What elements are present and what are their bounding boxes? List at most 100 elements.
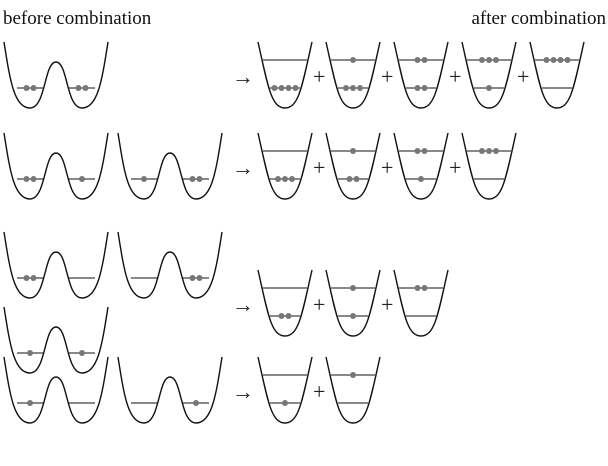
double-well: [3, 132, 109, 200]
single-well: [325, 132, 381, 200]
double-well-potential: [117, 231, 223, 299]
single-well: [257, 132, 313, 200]
double-well: [3, 306, 109, 374]
single-well: [325, 41, 381, 109]
single-well-potential: [393, 41, 449, 109]
particle-dot: [414, 57, 421, 63]
double-well: [3, 356, 109, 424]
particle-dot: [421, 57, 428, 63]
particle-dot: [414, 85, 421, 91]
particle-dot: [493, 148, 499, 154]
single-well-potential: [461, 41, 517, 109]
single-well-potential: [325, 269, 381, 337]
particle-dot: [285, 85, 292, 91]
particle-dot: [421, 148, 428, 154]
plus-symbol: +: [313, 379, 325, 404]
before-combination-label: before combination: [3, 8, 152, 29]
particle-dot: [79, 176, 85, 182]
particle-dot: [564, 57, 571, 63]
particle-dot: [82, 85, 89, 91]
particle-dot: [479, 57, 485, 63]
double-well: [3, 231, 109, 299]
particle-dot: [414, 285, 421, 291]
particle-dot: [357, 85, 363, 91]
arrow-symbol: →: [232, 64, 254, 89]
single-well-potential: [325, 132, 381, 200]
double-well-potential: [3, 231, 109, 299]
particle-dot: [271, 85, 278, 91]
particle-dot: [196, 275, 203, 281]
single-well-potential: [461, 132, 517, 200]
single-well-potential: [257, 41, 313, 109]
single-well: [325, 269, 381, 337]
double-well-potential: [3, 306, 109, 374]
particle-dot: [23, 275, 30, 281]
double-well-potential: [117, 132, 223, 200]
single-well: [393, 269, 449, 337]
single-well-potential: [529, 41, 585, 109]
particle-dot: [350, 285, 356, 291]
particle-dot: [30, 85, 37, 91]
particle-dot: [557, 57, 564, 63]
arrow-symbol: →: [232, 155, 254, 180]
particle-dot: [418, 176, 424, 182]
single-well-potential: [257, 269, 313, 337]
single-well-potential: [325, 41, 381, 109]
single-well-potential: [257, 132, 313, 200]
particle-dot: [27, 400, 33, 406]
arrow-symbol: →: [232, 292, 254, 317]
particle-dot: [350, 372, 356, 378]
plus-symbol: +: [381, 64, 393, 89]
plus-symbol: +: [449, 155, 461, 180]
particle-dot: [141, 176, 147, 182]
double-well-potential: [117, 356, 223, 424]
plus-symbol: +: [449, 64, 461, 89]
double-well-potential: [3, 41, 109, 109]
particle-dot: [421, 85, 428, 91]
double-well: [117, 356, 223, 424]
particle-dot: [414, 148, 421, 154]
plus-symbol: +: [381, 292, 393, 317]
plus-symbol: +: [381, 155, 393, 180]
particle-dot: [79, 350, 85, 356]
double-well: [117, 231, 223, 299]
single-well: [257, 41, 313, 109]
particle-dot: [282, 400, 288, 406]
particle-dot: [285, 313, 292, 319]
particle-dot: [289, 176, 295, 182]
single-well-potential: [393, 132, 449, 200]
single-well: [461, 41, 517, 109]
arrow-symbol: →: [232, 379, 254, 404]
particle-dot: [23, 85, 30, 91]
plus-symbol: +: [517, 64, 529, 89]
after-combination-label: after combination: [471, 8, 606, 29]
particle-dot: [421, 285, 428, 291]
particle-dot: [353, 176, 360, 182]
particle-dot: [275, 176, 281, 182]
particle-dot: [486, 85, 492, 91]
particle-dot: [193, 400, 199, 406]
particle-dot: [30, 275, 37, 281]
particle-dot: [493, 57, 499, 63]
particle-dot: [479, 148, 485, 154]
single-well: [257, 356, 313, 424]
wells-layer: →++++→+++→++→+: [3, 41, 585, 424]
double-well: [117, 132, 223, 200]
particle-dot: [23, 176, 30, 182]
particle-dot: [27, 350, 33, 356]
single-well: [393, 132, 449, 200]
plus-symbol: +: [313, 292, 325, 317]
particle-dot: [189, 275, 196, 281]
particle-dot: [196, 176, 203, 182]
particle-dot: [486, 57, 492, 63]
particle-dot: [350, 57, 356, 63]
particle-dot: [278, 85, 285, 91]
particle-dot: [350, 148, 356, 154]
particle-dot: [350, 85, 356, 91]
particle-dot: [278, 313, 285, 319]
single-well-potential: [325, 356, 381, 424]
particle-dot: [343, 85, 349, 91]
double-well-potential: [3, 132, 109, 200]
double-well-potential: [3, 356, 109, 424]
